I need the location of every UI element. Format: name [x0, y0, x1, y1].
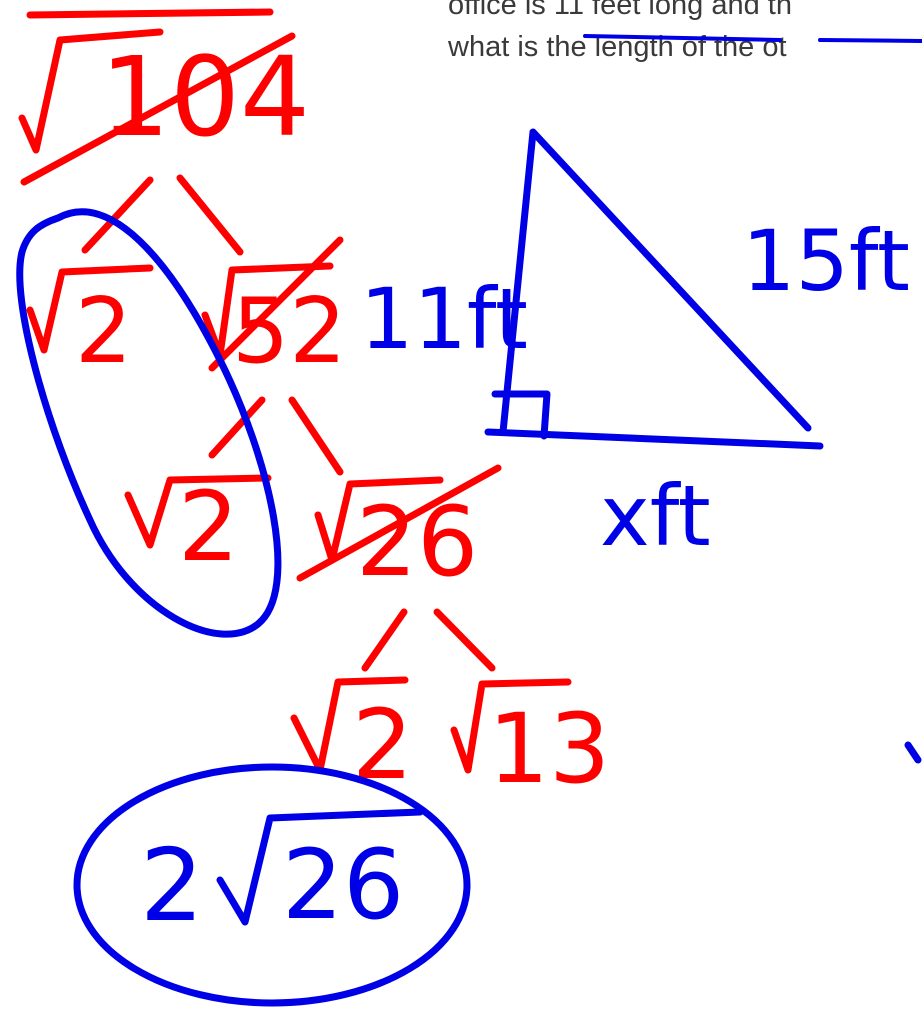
- level2-right-strike: [296, 464, 502, 582]
- level3-right-radicand: 13: [488, 693, 610, 805]
- answer-ellipse: [73, 763, 471, 1007]
- level3-left-radical: [290, 676, 409, 774]
- right-angle-marker: [491, 390, 551, 440]
- level1-branches: [208, 396, 344, 476]
- level1-right-radical: [201, 262, 334, 359]
- level1-right-strike: [208, 236, 344, 372]
- question-line-1: office is 11 feet long and th: [448, 0, 792, 21]
- pair-circle: [16, 208, 282, 638]
- answer-radical-sign: [216, 808, 424, 926]
- root-radical-sign: [18, 28, 164, 154]
- right-triangle: 11ft 15ft xft: [360, 128, 910, 565]
- factor-tree: 104 2 52 2 26 2 13: [18, 8, 610, 805]
- level1-left-radicand: 2: [75, 279, 132, 384]
- level2-right-radicand: 26: [356, 486, 478, 598]
- stray-mark: [904, 741, 922, 764]
- root-top-line: [26, 8, 274, 19]
- base-label: xft: [600, 467, 711, 565]
- level2-left-radical: [124, 474, 272, 549]
- final-answer: 2 26: [73, 763, 471, 1007]
- pair-ellipse: [16, 208, 282, 638]
- question-underline: [583, 34, 922, 43]
- hypotenuse-label: 15ft: [742, 212, 910, 310]
- root-radicand: 104: [100, 33, 310, 161]
- level3-right-radical: [450, 678, 572, 774]
- answer-coefficient: 2: [140, 827, 204, 944]
- level2-left-radicand: 2: [178, 471, 239, 583]
- root-branches: [81, 174, 244, 256]
- level1-left-radical: [26, 264, 154, 354]
- side-vertical-label: 11ft: [360, 270, 528, 368]
- answer-radicand: 26: [282, 829, 404, 941]
- printed-question: office is 11 feet long and th what is th…: [447, 0, 922, 63]
- root-strike: [20, 32, 296, 186]
- level2-branches: [361, 608, 496, 672]
- level2-right-radical: [314, 476, 444, 564]
